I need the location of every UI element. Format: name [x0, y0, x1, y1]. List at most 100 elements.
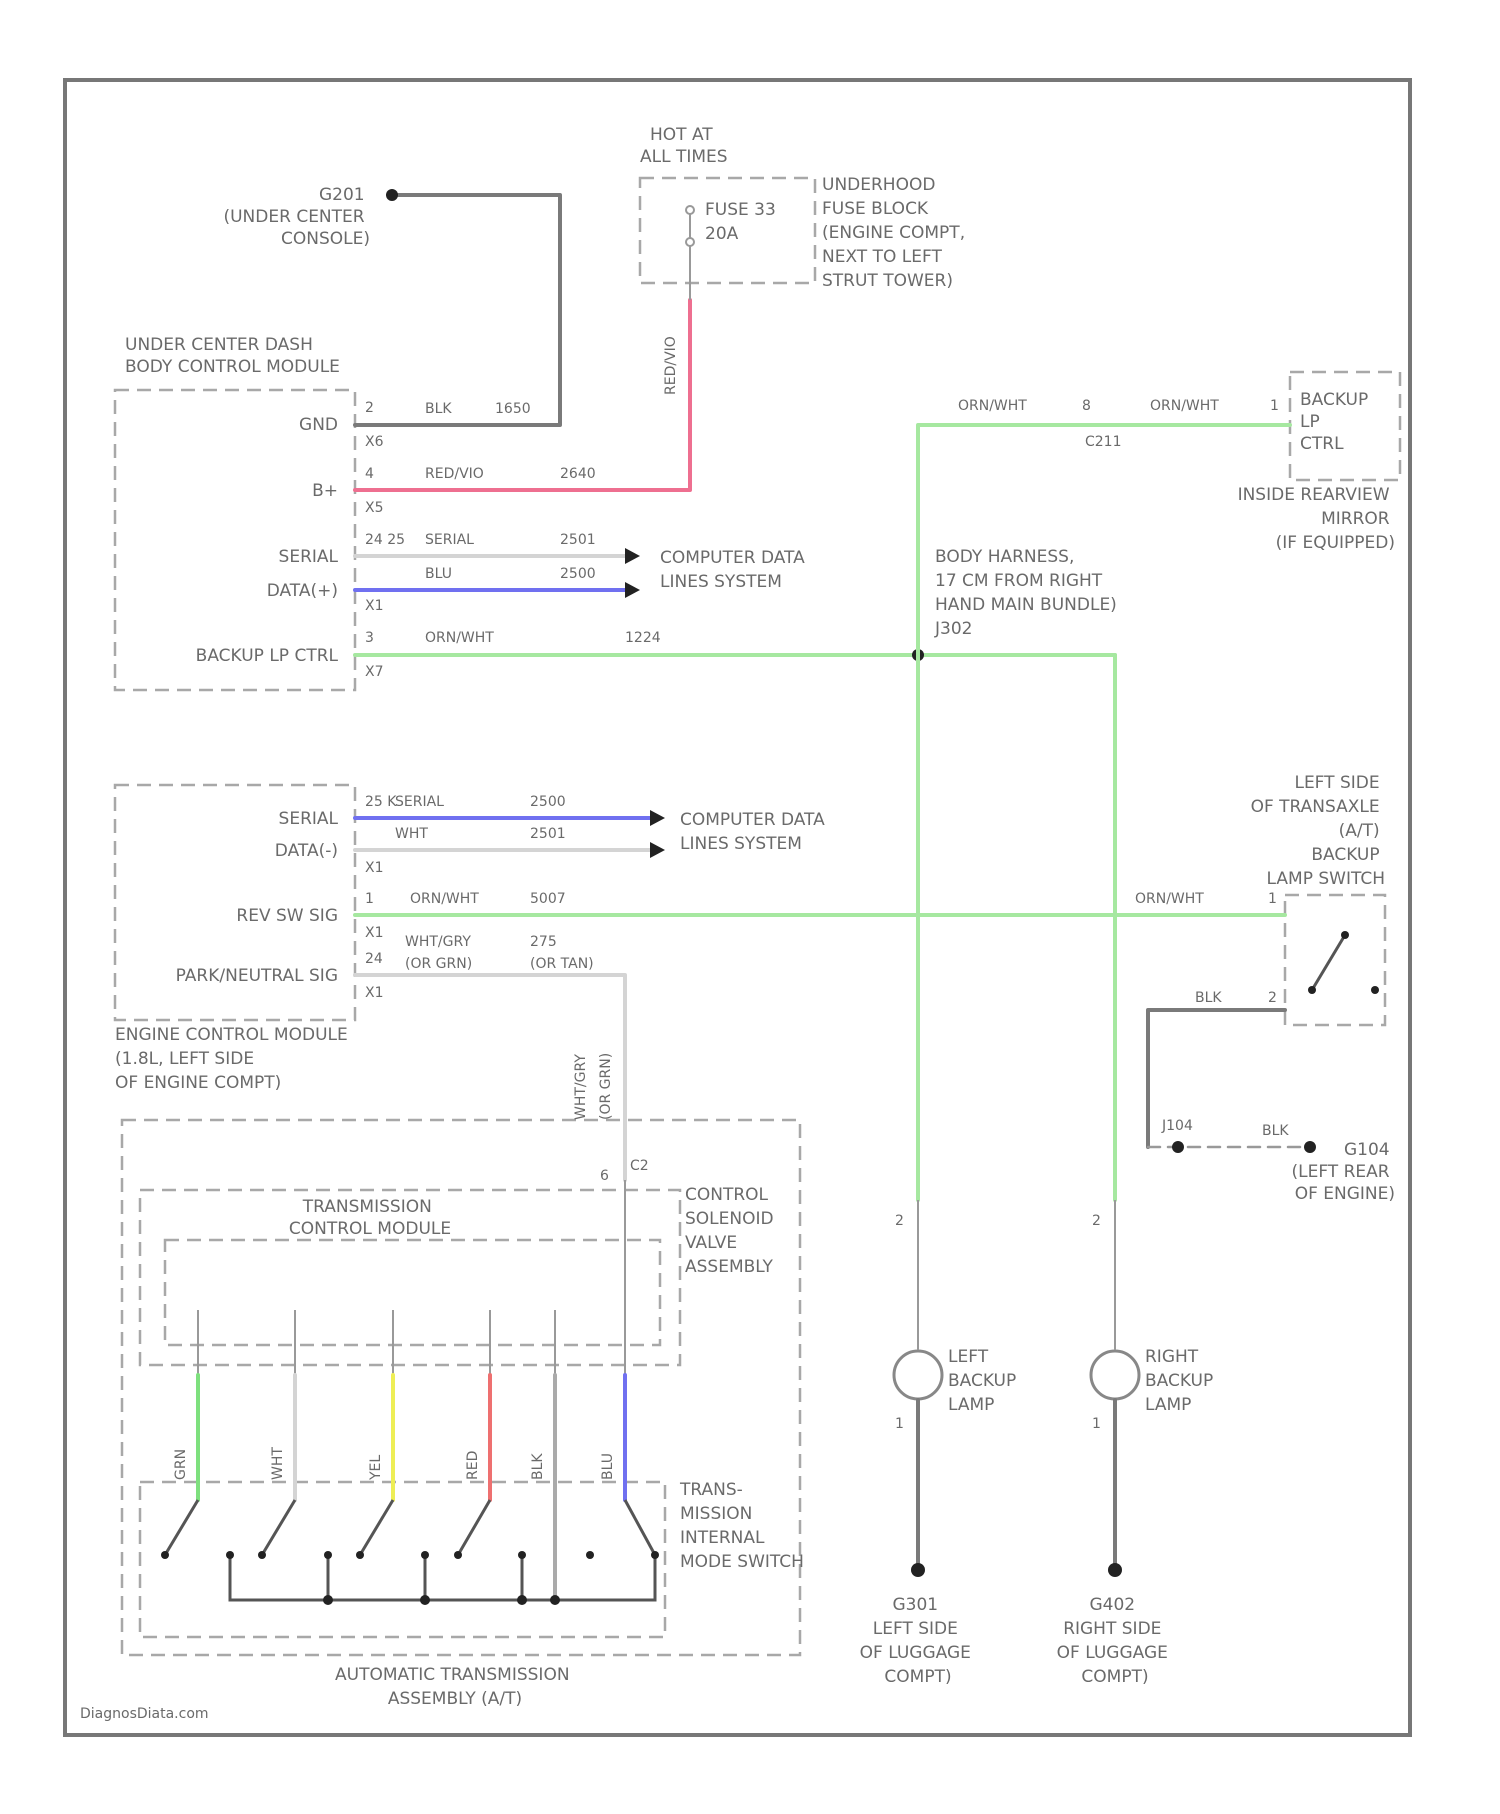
underhood-label: UNDERHOOD FUSE BLOCK (ENGINE COMPT, NEXT… [822, 175, 971, 291]
wire-ornwht: ORN/WHT [425, 630, 494, 646]
bplus-pin-label: B+ [312, 481, 338, 501]
wire-2500b: 2500 [530, 794, 566, 810]
bus-dot-3 [517, 1595, 527, 1605]
wire-or-grn-vertical: (OR GRN) [598, 1053, 614, 1120]
mode-blade-3 [360, 1500, 393, 1555]
mode-dot-4 [324, 1551, 332, 1559]
bcm-title: UNDER CENTER DASH BODY CONTROL MODULE [125, 335, 340, 377]
right-backup-lamp [1091, 1351, 1139, 1399]
serial2-pin-label: SERIAL [279, 809, 339, 829]
mirror-c211: C211 [1085, 434, 1122, 450]
left-lamp-label: LEFT BACKUP LAMP [948, 1347, 1022, 1415]
switch-wire-label-4: RED [465, 1451, 481, 1480]
mode-common-bus [230, 1555, 655, 1600]
ecm-data-arrow [650, 842, 665, 858]
mode-dot-7 [454, 1551, 462, 1559]
backup-switch-label: LEFT SIDE OF TRANSAXLE (A/T) BACKUP LAMP… [1251, 773, 1385, 889]
cds2-label: COMPUTER DATA LINES SYSTEM [680, 810, 830, 854]
pin-x1: X1 [365, 598, 384, 614]
wire-wht: WHT [395, 826, 428, 842]
g402-label: G402 RIGHT SIDE OF LUGGAGE COMPT) [1057, 1595, 1174, 1687]
wire-2501: 2501 [560, 532, 596, 548]
mode-dot-2 [226, 1551, 234, 1559]
mirror-wire-orn: ORN/WHT [958, 398, 1027, 414]
body-harness-label: BODY HARNESS, 17 CM FROM RIGHT HAND MAIN… [934, 547, 1122, 639]
g104-wire-blk: BLK [1262, 1123, 1289, 1139]
wire-5007: 5007 [530, 891, 566, 907]
wire-1650: 1650 [495, 401, 531, 417]
g104-dot [1304, 1141, 1316, 1153]
wire-wht-gry-vertical: WHT/GRY [573, 1054, 589, 1120]
solenoid-box [165, 1240, 660, 1345]
switch-wire-blk: BLK [1195, 990, 1222, 1006]
bcm-data-arrow [625, 582, 640, 598]
serial1-pin-label: SERIAL [279, 547, 339, 567]
switch-contact-b [1341, 931, 1349, 939]
switch-pin-2: 2 [1268, 990, 1277, 1006]
mirror-wire [918, 425, 1290, 1200]
bus-dot-2 [420, 1595, 430, 1605]
wire-ser2: SERIAL [395, 794, 444, 810]
right-lamp-pin-2: 2 [1092, 1213, 1101, 1229]
pin-25b: 25 K [365, 794, 397, 810]
left-lamp-pin-1: 1 [895, 1416, 904, 1432]
wire-redvio-vertical: RED/VIO [663, 336, 679, 395]
ata-label: AUTOMATIC TRANSMISSION ASSEMBLY (A/T) [335, 1665, 575, 1709]
mode-dot-6 [421, 1551, 429, 1559]
fuse-contact-top [686, 206, 694, 214]
pin-3: 3 [365, 630, 374, 646]
cds1-label: COMPUTER DATA LINES SYSTEM [660, 548, 810, 592]
wire-2640: 2640 [560, 466, 596, 482]
wire-2501b: 2501 [530, 826, 566, 842]
mirror-lp-label: BACKUP LP CTRL [1300, 390, 1374, 454]
switch-wire-label-1: GRN [173, 1449, 189, 1480]
wire-orn-rev: ORN/WHT [410, 891, 479, 907]
ecm-label: ENGINE CONTROL MODULE (1.8L, LEFT SIDE O… [115, 1025, 353, 1093]
data2-pin-label: DATA(-) [275, 841, 338, 861]
mode-dot-5 [356, 1551, 364, 1559]
switch-wire-label-5: BLK [530, 1453, 546, 1480]
bcm-box [115, 390, 355, 690]
pin-4: 4 [365, 466, 374, 482]
pin-x1d: X1 [365, 985, 384, 1001]
mode-blade-4 [458, 1500, 490, 1555]
wire-2500: 2500 [560, 566, 596, 582]
tcm-label: TRANSMISSION CONTROL MODULE [289, 1197, 451, 1239]
solenoid-pin-6: 6 [600, 1168, 609, 1184]
mode-blade-2 [262, 1500, 295, 1555]
g301-label: G301 LEFT SIDE OF LUGGAGE COMPT) [860, 1595, 977, 1687]
pin-24: 24 [365, 951, 383, 967]
bus-dot-1 [323, 1595, 333, 1605]
mode-dot-9 [586, 1551, 594, 1559]
j104-dot [1172, 1141, 1184, 1153]
pin-2: 2 [365, 400, 374, 416]
data1-pin-label: DATA(+) [267, 581, 338, 601]
g402-dot [1108, 1563, 1122, 1577]
fuse-contact-bottom [686, 238, 694, 246]
wire-1224: 1224 [625, 630, 661, 646]
g301-dot [911, 1563, 925, 1577]
mode-blade-6 [625, 1500, 655, 1555]
switch-pin-1: 1 [1268, 891, 1277, 907]
trans-switch-label: TRANS- MISSION INTERNAL MODE SWITCH [679, 1480, 804, 1572]
right-lamp-label: RIGHT BACKUP LAMP [1145, 1347, 1219, 1415]
mirror-label: INSIDE REARVIEW MIRROR (IF EQUIPPED) [1238, 485, 1395, 553]
mode-dot-3 [258, 1551, 266, 1559]
g201-label: G201 (UNDER CENTER CONSOLE) [223, 185, 370, 249]
switch-contact-c [1371, 986, 1379, 994]
left-backup-lamp [894, 1351, 942, 1399]
wire-or-grn: (OR GRN) [405, 956, 472, 972]
wire-or-tan: (OR TAN) [530, 956, 594, 972]
pin-24-25: 24 25 [365, 532, 405, 548]
switch-wire-label-6: BLU [600, 1453, 616, 1480]
bplus-wire [355, 300, 690, 490]
switch-box [1285, 895, 1385, 1025]
pin-x5: X5 [365, 500, 384, 516]
ground-g201-dot [386, 189, 398, 201]
pin-x1c: X1 [365, 925, 384, 941]
switch-wire-label-2: WHT [270, 1447, 286, 1480]
pin-x1b: X1 [365, 860, 384, 876]
mirror-pin-1: 1 [1270, 398, 1279, 414]
mirror-pin-8: 8 [1082, 398, 1091, 414]
